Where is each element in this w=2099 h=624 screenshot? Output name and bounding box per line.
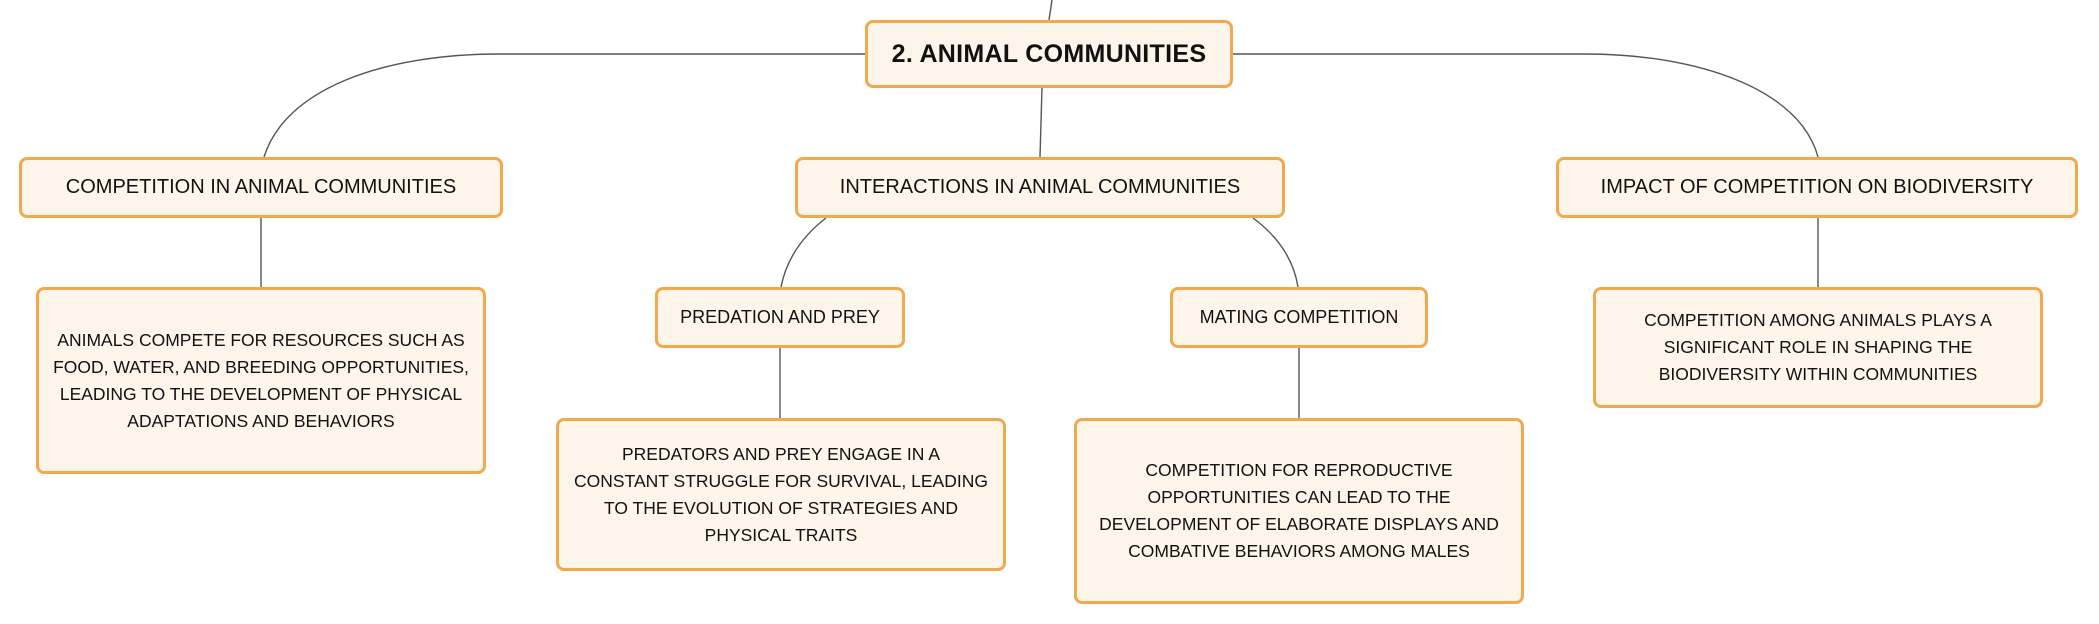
root-node[interactable]: 2. ANIMAL COMMUNITIES (865, 20, 1233, 88)
detail-text: PREDATORS AND PREY ENGAGE IN A CONSTANT … (574, 443, 988, 545)
subtopic-mating-node[interactable]: MATING COMPETITION (1170, 287, 1428, 348)
detail-mating-node[interactable]: COMPETITION FOR REPRODUCTIVE OPPORTUNITI… (1074, 418, 1524, 604)
subtopic-label: MATING COMPETITION (1199, 307, 1399, 327)
topic-interactions-node[interactable]: INTERACTIONS IN ANIMAL COMMUNITIES (795, 157, 1285, 218)
topic-label: COMPETITION IN ANIMAL COMMUNITIES (65, 176, 457, 198)
detail-competition-node[interactable]: ANIMALS COMPETE FOR RESOURCES SUCH AS FO… (36, 287, 486, 474)
subtopic-label: PREDATION AND PREY (680, 307, 880, 327)
connector-interactions-to-mating (1252, 217, 1299, 288)
connector-root-to-impact (1233, 53, 1819, 158)
connector-interactions-to-predation (780, 217, 827, 288)
detail-text: COMPETITION AMONG ANIMALS PLAYS A SIGNIF… (1644, 310, 1992, 384)
subtopic-predation-node[interactable]: PREDATION AND PREY (655, 287, 905, 348)
root-label: 2. ANIMAL COMMUNITIES (891, 39, 1207, 68)
connector-parent-to-root (1048, 0, 1053, 21)
connector-root-to-interactions (1039, 87, 1043, 158)
detail-predation-node[interactable]: PREDATORS AND PREY ENGAGE IN A CONSTANT … (556, 418, 1006, 571)
connector-root-to-competition (263, 53, 865, 158)
detail-text: COMPETITION FOR REPRODUCTIVE OPPORTUNITI… (1099, 460, 1499, 561)
topic-competition-node[interactable]: COMPETITION IN ANIMAL COMMUNITIES (19, 157, 503, 218)
topic-impact-node[interactable]: IMPACT OF COMPETITION ON BIODIVERSITY (1556, 157, 2078, 218)
detail-text: ANIMALS COMPETE FOR RESOURCES SUCH AS FO… (53, 329, 469, 431)
topic-label: INTERACTIONS IN ANIMAL COMMUNITIES (839, 176, 1241, 198)
topic-label: IMPACT OF COMPETITION ON BIODIVERSITY (1600, 176, 2034, 198)
detail-impact-node[interactable]: COMPETITION AMONG ANIMALS PLAYS A SIGNIF… (1593, 287, 2043, 408)
